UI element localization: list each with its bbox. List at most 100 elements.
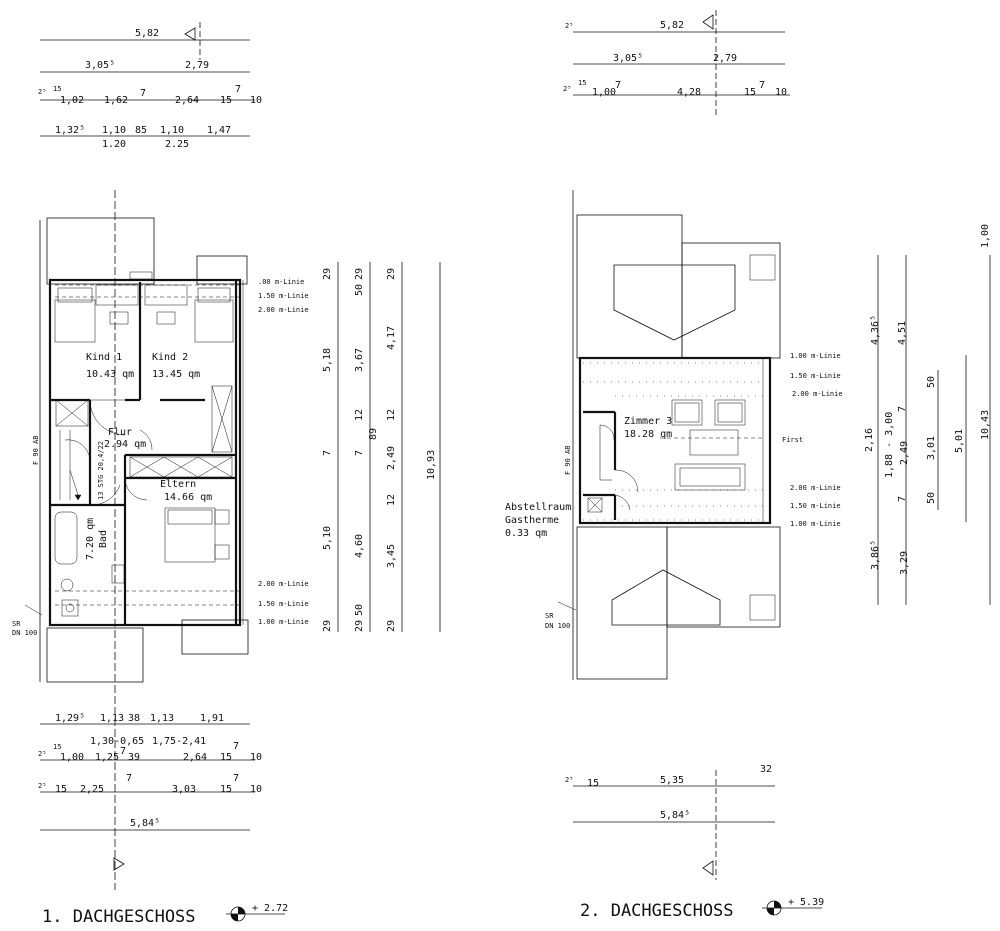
room-zimmer3-area: 18.28 qm: [624, 429, 672, 440]
dim-label: 50: [354, 604, 365, 616]
dim-label: 3,03: [172, 784, 196, 795]
dim-label: 15: [220, 95, 232, 106]
dim-label: 2.25: [165, 139, 189, 150]
dim-label: 15: [587, 778, 599, 789]
dim-label: 1,88 - 3,00: [884, 412, 895, 478]
dim-label: 3,01: [926, 436, 937, 460]
dim-label: 10: [250, 95, 262, 106]
floor1-level: + 2.72: [252, 903, 288, 914]
dim-label: 2,79: [185, 60, 209, 71]
dim-label: 4,51: [897, 321, 908, 345]
ridge-label: First: [782, 436, 803, 444]
floor1-top-dimensions: 5,82 3,05⁵ 2,79 2⁵ 15 1,02 1,62 7 2,64 1…: [38, 22, 262, 150]
dim-label: 29: [354, 620, 365, 632]
floor2-level: + 5.39: [788, 897, 824, 908]
mline-label: 1.00 m-Linie: [258, 618, 309, 626]
dim-label: 1,00: [592, 87, 616, 98]
dim-label: 1,29⁵: [55, 713, 85, 724]
dim-label: 3,67: [354, 348, 365, 372]
stair-label: 13 STG 20,4/22: [97, 441, 105, 500]
dim-label: 39: [128, 752, 140, 763]
dim-label: 7: [140, 88, 146, 99]
dim-label: 3,45: [386, 544, 397, 568]
dim-label: 29: [322, 620, 333, 632]
floor1-right-dimensions: 29 5,18 7 5,10 29 29 50 3,67 12 7 89 4,6…: [322, 262, 441, 632]
storage-sub: Gastherme: [505, 515, 559, 526]
mline-label: 1.00 m-Linie: [790, 520, 841, 528]
dim-label: 89: [368, 428, 379, 440]
storage-name: Abstellraum: [505, 502, 571, 513]
fire-rating-label: F 90 AB: [32, 435, 40, 465]
dim-label: 3,86⁵: [870, 540, 881, 570]
dim-label: 7: [120, 746, 126, 757]
mline-label: 1.50 m-Linie: [790, 502, 841, 510]
dim-label: 7: [126, 773, 132, 784]
dim-label: 1,13: [100, 713, 124, 724]
floor2-plan: 2⁵ 5,82 3,05⁵ 2,79 2⁵ 15 1,00 7 4,28 15 …: [505, 10, 991, 921]
dim-label: 3,05⁵: [85, 60, 115, 71]
room-bad-area: 7.20 qm: [85, 518, 96, 560]
dim-label: 2⁵: [38, 782, 46, 790]
dim-label: 10: [775, 87, 787, 98]
level-marker-icon: [226, 906, 285, 922]
room-kind2-name: Kind 2: [152, 352, 188, 363]
dim-label: 1.20: [102, 139, 126, 150]
dim-label: 50: [354, 284, 365, 296]
dim-label: 2⁵: [38, 88, 46, 96]
dim-label: 2,64: [183, 752, 207, 763]
dim-label: 5,18: [322, 348, 333, 372]
dim-label: 5,84⁵: [660, 810, 690, 821]
dim-label: 29: [322, 268, 333, 280]
dim-label: 4,36⁵: [870, 315, 881, 345]
dim-label: 15: [220, 784, 232, 795]
dim-label: 10: [250, 784, 262, 795]
dim-label: 10: [250, 752, 262, 763]
dim-label: 1,00: [980, 224, 991, 248]
dim-label: 1,62: [104, 95, 128, 106]
dim-label: 7: [233, 741, 239, 752]
floor1-bottom-dimensions: 1,29⁵ 1,13 38 1,13 1,91 1,30-0,65 1,75-2…: [38, 713, 262, 871]
dim-label: 1,00: [60, 752, 84, 763]
dim-label: 3,05⁵: [613, 53, 643, 64]
dim-label: 5,84⁵: [130, 818, 160, 829]
room-bad-name: Bad: [98, 530, 109, 548]
room-kind1-name: Kind 1: [86, 352, 122, 363]
mline-label: 1.50 m-Linie: [790, 372, 841, 380]
storage-area: 0.33 qm: [505, 528, 547, 539]
mline-label: 2.00 m-Linie: [790, 484, 841, 492]
dim-label: 29: [354, 268, 365, 280]
dn-label: DN 100: [545, 622, 570, 630]
dim-label: 29: [386, 620, 397, 632]
room-flur-name: Flur: [108, 427, 132, 438]
dim-label: 2,79: [713, 53, 737, 64]
dim-label: 1,10: [102, 125, 126, 136]
room-eltern-name: Eltern: [160, 479, 196, 490]
dim-label: 1,10: [160, 125, 184, 136]
floor1-title: 1. DACHGESCHOSS: [42, 907, 196, 927]
dim-label: 5,10: [322, 526, 333, 550]
mline-label: .00 m-Linie: [258, 278, 304, 286]
dim-label: 50: [926, 376, 937, 388]
dim-label: 10,43: [980, 410, 991, 440]
room-kind2-area: 13.45 qm: [152, 369, 200, 380]
dim-label: 12: [354, 409, 365, 421]
dim-label: 7: [322, 450, 333, 456]
dim-label: 15: [578, 79, 586, 87]
dim-label: 7: [759, 80, 765, 91]
dim-label: 7: [897, 406, 908, 412]
room-eltern-area: 14.66 qm: [164, 492, 212, 503]
mline-label: 2.00 m-Linie: [258, 580, 309, 588]
dim-total-width: 5,82: [135, 28, 159, 39]
dim-label: 5,82: [660, 20, 684, 31]
dim-label: 85: [135, 125, 147, 136]
dim-label: 1,91: [200, 713, 224, 724]
dim-label: 2⁵: [563, 85, 571, 93]
sr-label: SR: [545, 612, 554, 620]
dim-label: 7: [897, 496, 908, 502]
dim-label: 29: [386, 268, 397, 280]
dim-label: 4,17: [386, 326, 397, 350]
floor2-bottom-dimensions: 2⁵ 15 5,35 32 5,84⁵: [565, 764, 775, 880]
dim-label: 12: [386, 409, 397, 421]
mline-label: 2.00 m-Linie: [792, 390, 843, 398]
